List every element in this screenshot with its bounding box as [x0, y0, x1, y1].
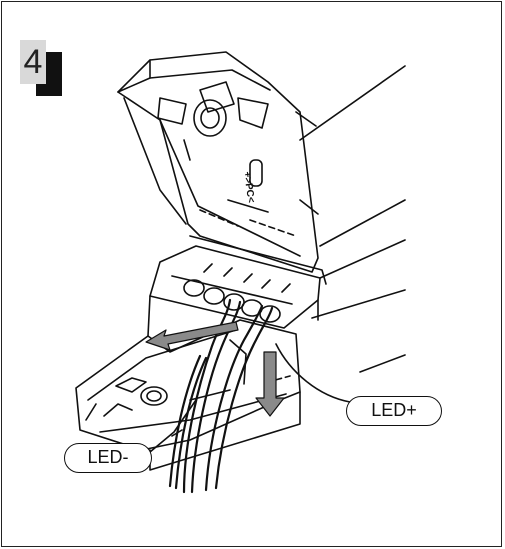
step-number: 4 [23, 43, 43, 81]
step-badge-box: 4 [20, 40, 46, 84]
arrow-left-icon [145, 321, 239, 351]
driver-body-top-edge [299, 65, 406, 141]
polarity-mark: +>PC< [241, 171, 256, 204]
driver-body-edge-2 [319, 239, 406, 279]
open-cover [117, 51, 327, 285]
arrow-down-icon [255, 351, 285, 417]
driver-body-edge-4 [359, 354, 406, 373]
cables [168, 298, 274, 494]
step-number-badge: 4 [20, 40, 64, 96]
leader-line-led-minus [149, 399, 197, 453]
callout-led-minus: LED- [64, 443, 152, 473]
driver-body-middle-edge [319, 199, 406, 247]
leader-line-led-plus [275, 343, 351, 403]
callout-led-plus: LED+ [346, 396, 442, 426]
terminal-block [147, 245, 321, 337]
driver-body-edge-3 [311, 289, 406, 319]
